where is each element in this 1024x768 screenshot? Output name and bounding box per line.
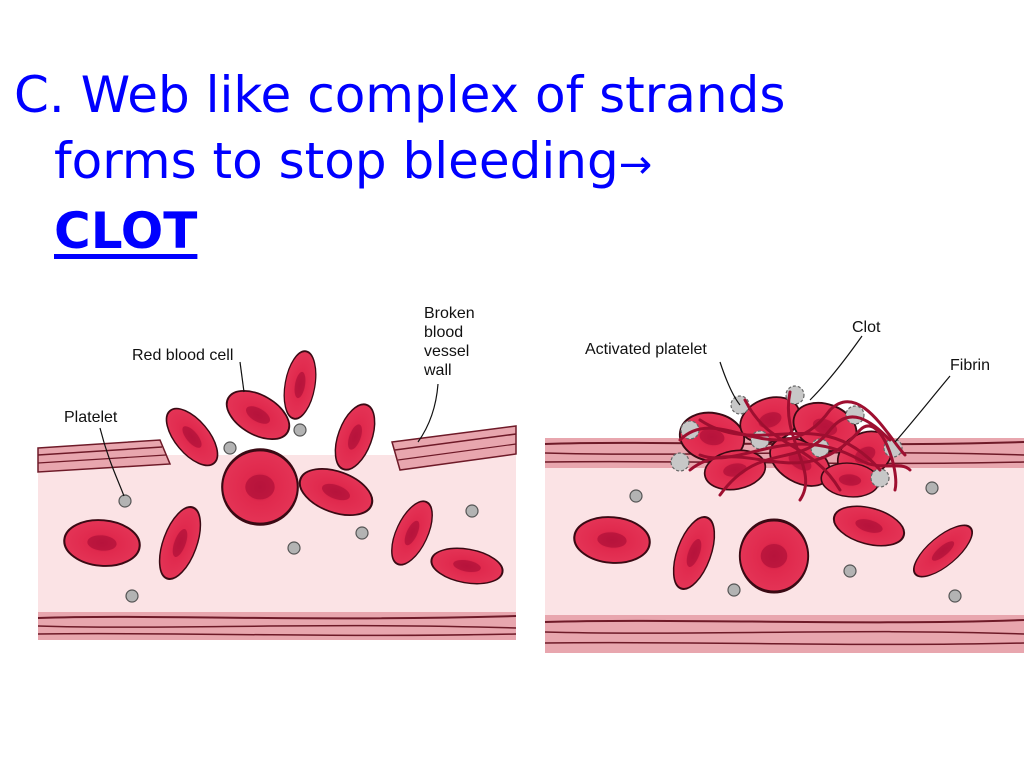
activated-platelet-pointer-line — [719, 361, 741, 406]
red-blood-cell — [220, 448, 300, 526]
clot-label: Clot — [852, 319, 881, 336]
clot-keyword: CLOT — [54, 202, 198, 260]
right-vessel-panel: Activated platelet Clot Fibrin — [544, 319, 1024, 653]
heading-line-2-text: forms to stop bleeding — [54, 132, 619, 190]
platelet — [287, 541, 301, 555]
slide-heading: C. Web like complex of strands forms to … — [14, 62, 1004, 264]
broken-label-line-2: blood — [424, 324, 463, 341]
left-top-wall-right — [391, 425, 517, 471]
activated-platelet — [670, 452, 690, 472]
broken-label-line-3: vessel — [424, 343, 469, 360]
platelet — [629, 489, 643, 503]
clot-pointer-line — [809, 335, 863, 401]
broken-label-line-1: Broken — [424, 305, 475, 322]
platelet — [125, 589, 139, 603]
platelet — [118, 494, 132, 508]
platelet — [355, 526, 369, 540]
rbc-pointer-line — [239, 361, 245, 393]
platelet — [465, 504, 479, 518]
right-arrow-icon: → — [618, 142, 653, 188]
platelet — [925, 481, 939, 495]
platelet — [293, 423, 307, 437]
platelet — [727, 583, 741, 597]
platelet — [948, 589, 962, 603]
red-blood-cell — [738, 518, 810, 594]
fibrin-strands — [678, 390, 912, 502]
clot-mass — [670, 385, 912, 502]
fibrin-pointer-line — [894, 375, 951, 443]
activated-platelet-label: Activated platelet — [585, 341, 707, 358]
platelet-pointer-line — [99, 427, 125, 497]
platelet-label: Platelet — [64, 409, 118, 426]
fibrin-label: Fibrin — [950, 357, 990, 374]
platelet — [843, 564, 857, 578]
platelet — [223, 441, 237, 455]
left-vessel-panel: Red blood cell Platelet Broken blood ves… — [37, 305, 517, 640]
red-blood-cell-label: Red blood cell — [132, 347, 233, 364]
heading-line-1: C. Web like complex of strands — [14, 66, 786, 124]
broken-label-line-4: wall — [423, 362, 452, 379]
red-blood-cell — [278, 347, 322, 423]
heading-line-2: forms to stop bleeding→ — [14, 128, 1004, 198]
left-bottom-wall — [37, 612, 517, 640]
left-top-wall-left — [37, 439, 172, 473]
activated-platelet — [845, 405, 865, 425]
heading-line-3: CLOT — [14, 198, 1004, 264]
broken-wall-pointer-line — [417, 383, 439, 443]
right-bottom-wall — [544, 615, 1024, 653]
activated-platelet — [870, 468, 890, 488]
